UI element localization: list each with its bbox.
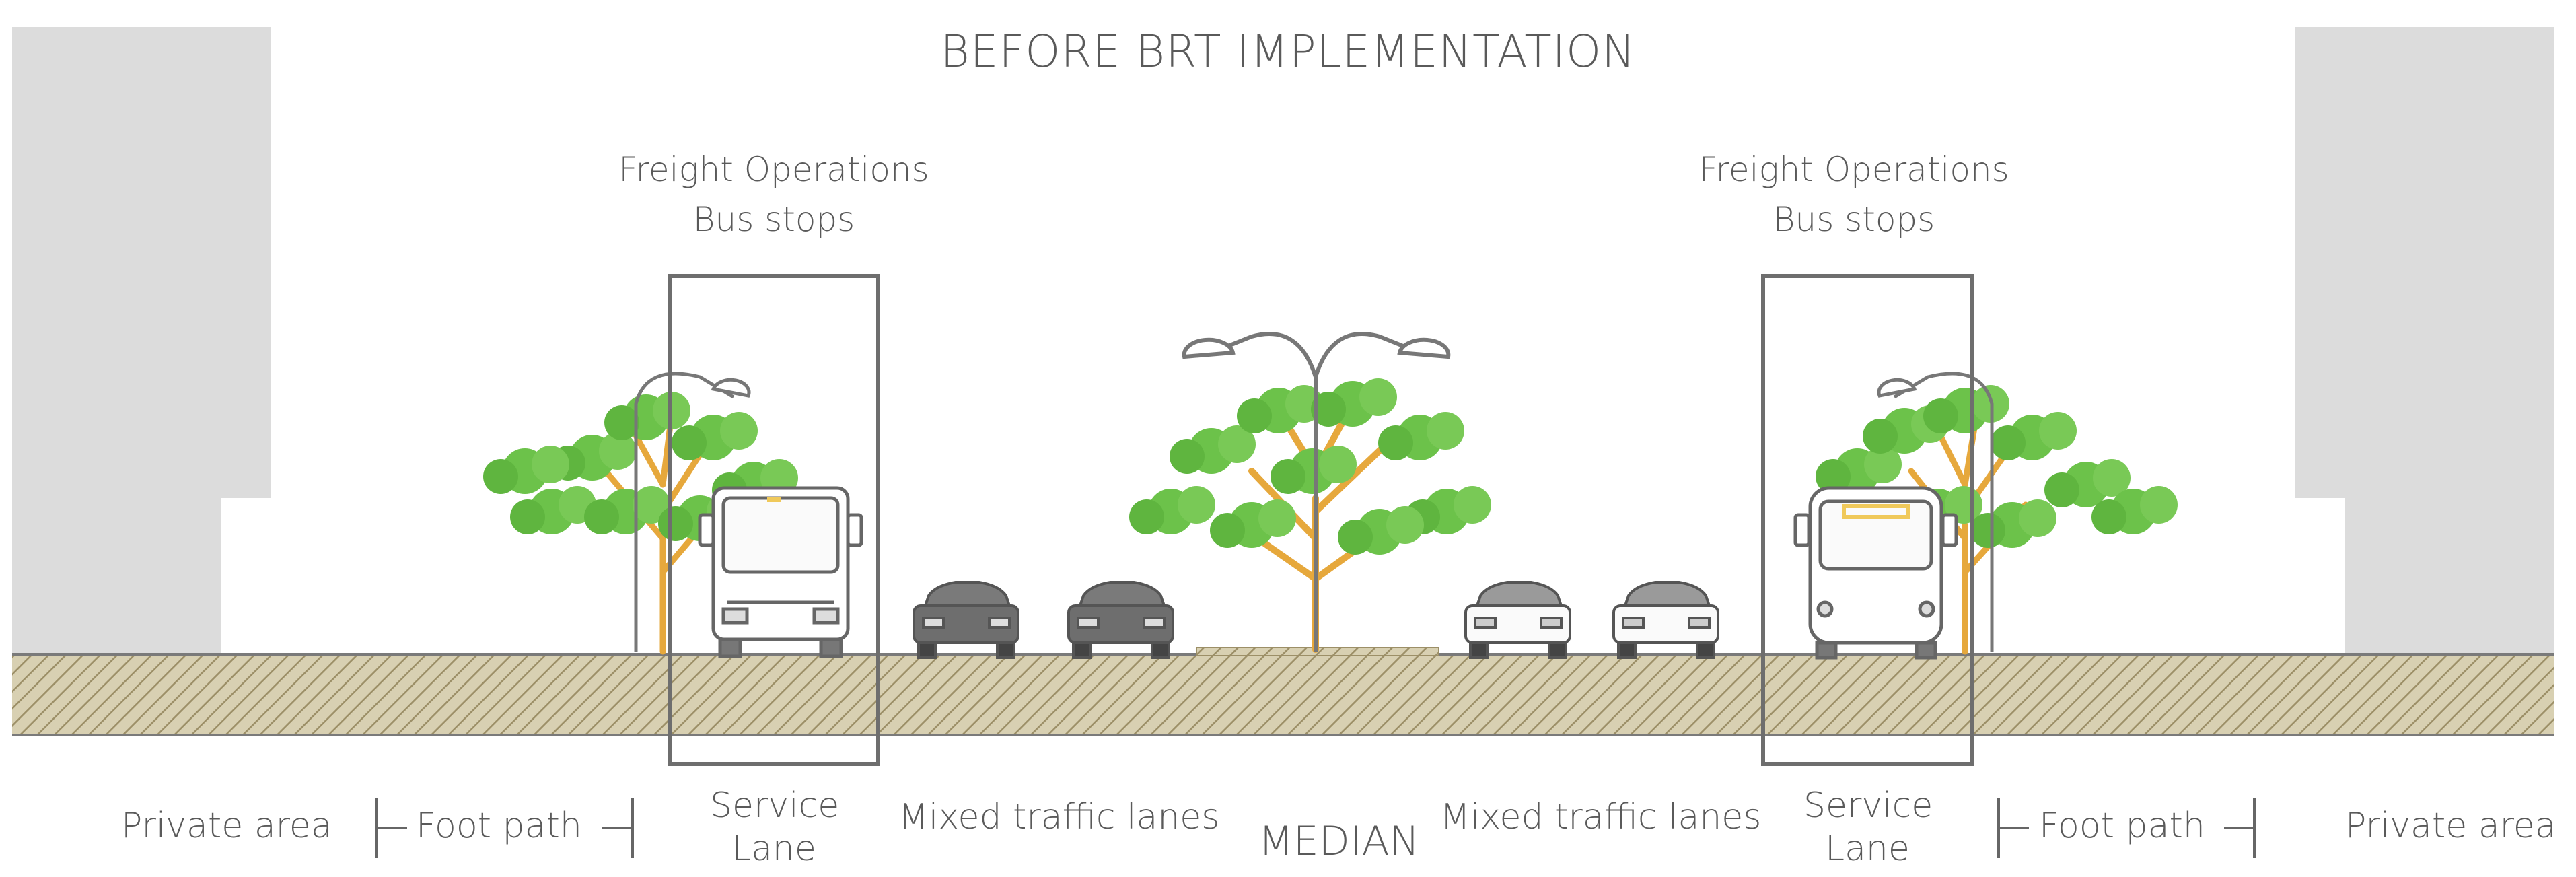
tree-median: [1129, 378, 1491, 653]
mixed-traffic-left-label: Mixed traffic lanes: [898, 797, 1220, 837]
zone-label-left-line2: Bus stops: [692, 200, 855, 239]
mixed-traffic-right-label: Mixed traffic lanes: [1440, 797, 1762, 837]
zone-label-right-line1: Freight Operations: [1698, 150, 2009, 189]
zone-label-left: Freight Operations Bus stops: [585, 145, 962, 244]
foot-path-left-label: Foot path: [416, 806, 582, 846]
bus-right: [1793, 486, 1958, 660]
car-2: [1067, 581, 1174, 659]
zone-frame-right: [1761, 274, 1974, 766]
zone-label-right: Freight Operations Bus stops: [1666, 145, 2042, 244]
foot-path-markers-left: [375, 798, 634, 858]
service-lane-right-line2: Lane: [1825, 829, 1910, 869]
car-1: [913, 581, 1019, 659]
bus-left: [698, 486, 863, 658]
foot-path-right-label: Foot path: [2039, 806, 2205, 846]
building-right: [2295, 27, 2554, 653]
service-lane-left-line2: Lane: [731, 829, 816, 869]
ground-strip: [12, 647, 2554, 736]
zone-label-left-line1: Freight Operations: [618, 150, 929, 189]
service-lane-right-line1: Service: [1803, 785, 1933, 826]
street-lamp-median: [1182, 332, 1451, 652]
private-area-right-label: Private area: [2345, 806, 2556, 846]
private-area-left-label: Private area: [121, 806, 332, 846]
diagram-title: BEFORE BRT IMPLEMENTATION: [940, 26, 1636, 77]
street-lamp-left: [634, 372, 751, 652]
car-4: [1612, 581, 1719, 659]
foot-path-markers-right: [1997, 798, 2256, 858]
building-left: [12, 27, 271, 653]
car-3: [1464, 581, 1571, 659]
median-label: MEDIAN: [1258, 818, 1420, 865]
zone-label-right-line2: Bus stops: [1773, 200, 1935, 239]
service-lane-left-label: Service Lane: [710, 784, 840, 870]
zone-frame-left: [668, 274, 880, 766]
service-lane-right-label: Service Lane: [1803, 784, 1933, 870]
service-lane-left-line1: Service: [710, 785, 840, 826]
